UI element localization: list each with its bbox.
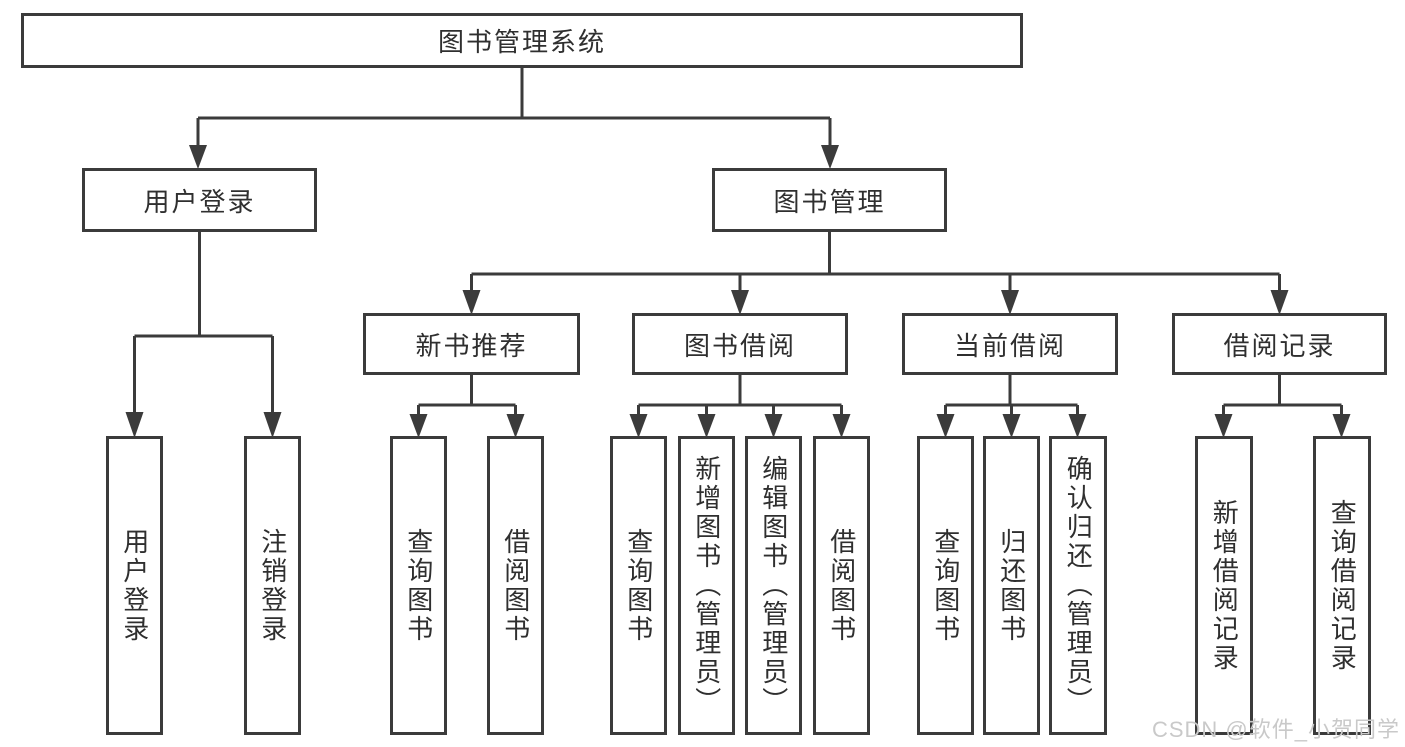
- node-label: 查询借阅记录: [1327, 498, 1358, 673]
- node-label: 借阅图书: [500, 527, 531, 644]
- leaf-confirm-return-admin: 确认归还（管理员）: [1049, 436, 1107, 735]
- node-label: 确认归还（管理员）: [1063, 455, 1094, 716]
- node-label: 新书推荐: [415, 330, 528, 361]
- node-label: 图书管理: [773, 186, 886, 217]
- node-label: 编辑图书（管理员）: [758, 455, 789, 716]
- leaf-borrow-books-borrowing: 借阅图书: [813, 436, 870, 735]
- node-label: 注销登录: [257, 527, 288, 644]
- leaf-edit-books-admin: 编辑图书（管理员）: [745, 436, 802, 735]
- node-label: 借阅图书: [826, 527, 857, 644]
- leaf-borrow-books-recommend: 借阅图书: [487, 436, 544, 735]
- edge-user-login-to-children: [125, 232, 282, 438]
- node-label: 图书借阅: [683, 330, 796, 361]
- edge-book-management-to-level3: [462, 232, 1289, 315]
- node-book-borrowing: 图书借阅: [632, 313, 848, 375]
- node-label: 用户登录: [143, 186, 256, 217]
- node-label: 查询图书: [930, 527, 961, 644]
- node-label: 新增图书（管理员）: [691, 455, 722, 716]
- node-library-system: 图书管理系统: [21, 13, 1023, 68]
- node-label: 归还图书: [996, 527, 1027, 644]
- leaf-user-login: 用户登录: [106, 436, 163, 735]
- leaf-add-borrow-record: 新增借阅记录: [1195, 436, 1253, 735]
- node-label: 当前借阅: [953, 330, 1066, 361]
- csdn-watermark: CSDN @软件_小贺同学: [1151, 717, 1400, 742]
- leaf-logout: 注销登录: [244, 436, 301, 735]
- leaf-return-books: 归还图书: [983, 436, 1040, 735]
- node-label: 用户登录: [119, 527, 150, 644]
- node-label: 借阅记录: [1223, 330, 1336, 361]
- node-current-borrowing: 当前借阅: [902, 313, 1118, 375]
- node-label: 图书管理系统: [437, 27, 606, 57]
- leaf-add-books-admin: 新增图书（管理员）: [678, 436, 735, 735]
- edge-current-to-children: [936, 375, 1087, 438]
- node-new-book-recommend: 新书推荐: [363, 313, 580, 375]
- leaf-query-books-borrowing: 查询图书: [610, 436, 667, 735]
- node-label: 查询图书: [403, 527, 434, 644]
- edge-root-to-level2: [189, 68, 839, 169]
- edge-recommend-to-children: [409, 375, 525, 438]
- node-label: 查询图书: [623, 527, 654, 644]
- edge-records-to-children: [1214, 375, 1351, 438]
- node-label: 新增借阅记录: [1209, 498, 1240, 673]
- edge-borrow-to-children: [629, 375, 851, 438]
- node-borrowing-records: 借阅记录: [1172, 313, 1387, 375]
- node-book-management: 图书管理: [712, 168, 947, 232]
- node-user-login: 用户登录: [82, 168, 317, 232]
- leaf-query-books-recommend: 查询图书: [390, 436, 447, 735]
- leaf-query-borrow-record: 查询借阅记录: [1313, 436, 1371, 735]
- leaf-query-books-current: 查询图书: [917, 436, 974, 735]
